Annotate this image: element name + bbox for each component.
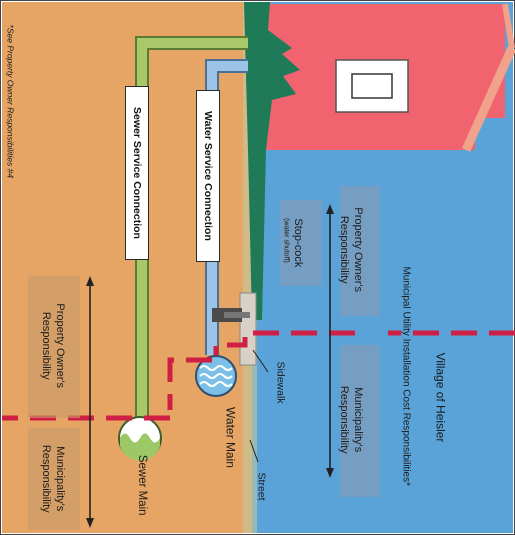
water-main-label: Water Main: [223, 407, 238, 468]
owner-lower-panel: [28, 276, 80, 418]
street-leader: [249, 439, 259, 463]
sidewalk-leader: [252, 349, 269, 373]
stop-cock-note: (water shutoff): [282, 218, 290, 263]
tree: [244, 2, 300, 320]
water-service-label: Water Service Connection: [202, 111, 215, 241]
sewer-service-label: Sewer Service Connection: [131, 107, 144, 239]
diagram-title: Village of Heisler: [433, 352, 448, 443]
house-roof-edge: [461, 46, 515, 152]
diagram-subtitle: Municipal Utility Installation Cost Resp…: [400, 266, 412, 487]
sidewalk-slab: [239, 292, 257, 366]
lower-arrow-head-bottom: [86, 518, 94, 528]
upper-arrow-head-bottom: [326, 468, 334, 478]
municipality-lower-panel: [28, 428, 80, 530]
sewer-service-label-box: Sewer Service Connection: [125, 86, 149, 260]
house-window: [335, 59, 409, 113]
municipality-upper-panel: [340, 345, 380, 497]
stop-cock-panel: [280, 200, 322, 286]
upper-arrow-head-top: [326, 204, 334, 214]
sewer-pipe: [137, 38, 248, 430]
municipality-lower-label: Municipality's Responsibility: [40, 444, 66, 513]
sewer-main-label: Sewer Main: [136, 454, 149, 516]
water-service-label-box: Water Service Connection: [196, 90, 220, 262]
house-window-frame: [351, 73, 393, 99]
responsibility-boundary: [2, 330, 515, 421]
stop-cock-label: Stop-cock: [291, 218, 304, 268]
sewer-main-fill: [120, 433, 160, 461]
footnote: *See Property Owner Responsibilities #4: [5, 24, 16, 179]
lower-arrow-head-top: [86, 276, 94, 286]
owner-upper-label: Property Owner's Responsibility: [338, 207, 364, 293]
stop-cock-stem: [224, 312, 250, 318]
municipality-upper-label: Municipality's Responsibility: [338, 385, 364, 454]
sidewalk-label: Sidewalk: [274, 361, 287, 404]
house-roof-top: [502, 3, 515, 49]
owner-lower-label: Property Owner's Responsibility: [40, 303, 66, 389]
street-label: Street: [255, 472, 268, 501]
owner-upper-panel: [340, 186, 380, 316]
